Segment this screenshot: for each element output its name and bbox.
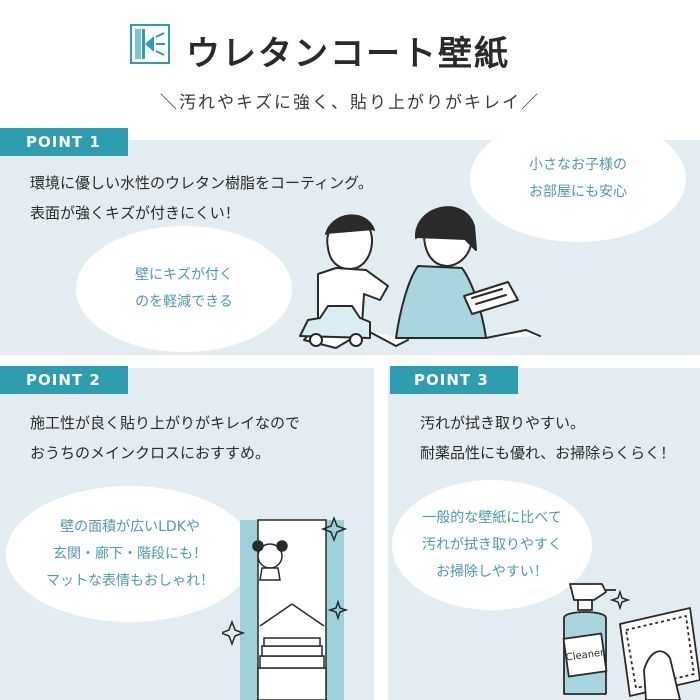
point3-bubble: 一般的な壁紙に比べて 汚れが拭き取りやすく お掃除しやすい！	[392, 480, 592, 610]
bubble-line: マットな表情もおしゃれ！	[46, 572, 214, 589]
bubble-line: 玄関・廊下・階段にも！	[53, 545, 207, 562]
point2-bubble: 壁の面積が広いLDKや 玄関・廊下・階段にも！ マットな表情もおしゃれ！	[6, 486, 254, 622]
point3-badge: POINT 3	[390, 366, 518, 394]
sparkle-icon	[609, 589, 631, 611]
stairs-illustration	[222, 515, 349, 700]
point1-line: 表面が強くキズが付きにくい！	[30, 204, 240, 222]
sparkle-icon	[222, 619, 246, 647]
wall-logo-icon	[130, 24, 170, 64]
bubble-line: 一般的な壁紙に比べて	[422, 509, 562, 526]
bubble-line: お掃除しやすい！	[436, 563, 548, 580]
bubble-line: 汚れが拭き取りやすく	[422, 536, 562, 553]
cleaner-bottle-icon: Cleaner	[562, 583, 700, 700]
bubble-line: のを軽減できる	[135, 294, 233, 310]
point3-line: 耐薬品性にも優れ、お掃除らくらく！	[420, 444, 676, 462]
point1-description: 環境に優しい水性のウレタン樹脂をコーティング。 表面が強くキズが付きにくい！	[30, 168, 373, 228]
point2-badge: POINT 2	[0, 366, 128, 394]
bubble-line: 壁にキズが付く	[135, 267, 233, 283]
point2-description: 施工性が良く貼り上がりがキレイなので おうちのメインクロスにおすすめ。	[30, 408, 300, 468]
page-subtitle: ＼汚れやキズに強く、貼り上がりがキレイ／	[160, 93, 540, 113]
point1-line: 環境に優しい水性のウレタン樹脂をコーティング。	[30, 174, 373, 192]
point3-line: 汚れが拭き取りやすい。	[420, 414, 586, 432]
sparkle-icon	[320, 515, 348, 543]
point2-line: おうちのメインクロスにおすすめ。	[30, 444, 271, 462]
bubble-line: お部屋にも安心	[529, 184, 627, 200]
bubble-line: 壁の面積が広いLDKや	[60, 518, 200, 535]
page-title: ウレタンコート壁紙	[186, 34, 510, 74]
sparkle-icon	[327, 599, 349, 621]
point3-description: 汚れが拭き取りやすい。 耐薬品性にも優れ、お掃除らくらく！	[420, 408, 675, 468]
point1-bubble-kids: 小さなお子様の お部屋にも安心	[470, 116, 686, 242]
bubble-line: 小さなお子様の	[529, 157, 627, 173]
point1-bubble-scratch: 壁にキズが付く のを軽減できる	[76, 226, 292, 352]
point1-badge: POINT 1	[0, 128, 128, 156]
kids-illustration	[299, 206, 541, 349]
point2-line: 施工性が良く貼り上がりがキレイなので	[30, 414, 301, 432]
bottle-label: Cleaner	[565, 647, 606, 663]
